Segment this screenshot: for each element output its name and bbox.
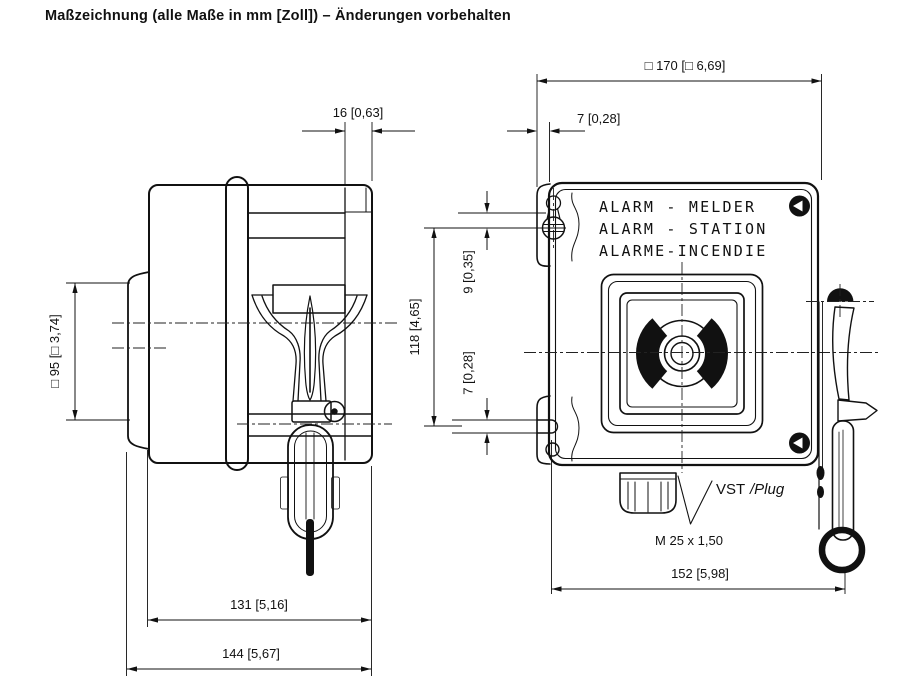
svg-text:152 [5,98]: 152 [5,98] xyxy=(671,566,729,581)
hammer-assembly xyxy=(806,284,878,574)
gland-thread-label: M 25 x 1,50 xyxy=(655,533,723,548)
label-alarm-station: ALARM - STATION xyxy=(599,220,767,238)
svg-text:16 [0,63]: 16 [0,63] xyxy=(333,105,384,120)
front-view: ALARM - MELDER ALARM - STATION ALARME-IN… xyxy=(407,58,878,594)
svg-text:7 [0,28]: 7 [0,28] xyxy=(461,351,476,394)
side-mounting-plate xyxy=(225,176,249,471)
plug-label-vst: VST xyxy=(716,481,745,498)
svg-text:□ 170 [□ 6,69]: □ 170 [□ 6,69] xyxy=(645,58,726,73)
plug-label-plug: /Plug xyxy=(749,481,785,498)
dim-mount-spacing: 118 [4,65] xyxy=(407,227,566,427)
side-front-cover xyxy=(344,187,373,461)
side-hammer xyxy=(280,424,340,576)
side-striker-pin xyxy=(306,519,314,576)
side-back-box xyxy=(127,271,150,450)
mounting-tab-top xyxy=(536,183,551,267)
side-body xyxy=(148,184,373,464)
mounting-hole-bottom xyxy=(545,442,560,457)
gland-leader-line xyxy=(677,475,713,525)
side-centerlines xyxy=(112,322,398,425)
cable-gland xyxy=(619,472,677,514)
svg-text:□ 95 [□ 3,74]: □ 95 [□ 3,74] xyxy=(47,314,62,388)
side-bell-horn xyxy=(251,284,368,402)
corner-screw-bottom xyxy=(789,432,810,454)
hammer-ring xyxy=(818,526,866,574)
svg-text:118 [4,65]: 118 [4,65] xyxy=(407,299,422,356)
side-bell-bracket xyxy=(272,284,346,314)
side-view: 16 [0,63] □ 95 [□ 3,74] 131 [5,16] xyxy=(47,105,415,676)
dim-bottom-width: 152 [5,98] xyxy=(551,440,846,594)
corner-screw-top xyxy=(789,195,810,217)
hammer-head xyxy=(837,399,878,422)
hammer-shank xyxy=(831,306,855,401)
side-clapper xyxy=(303,295,317,401)
dim-total-depth: 144 [5,67] xyxy=(126,452,371,676)
label-alarme-incendie: ALARME-INCENDIE xyxy=(599,242,767,260)
dim-cover-depth: 16 [0,63] xyxy=(302,105,415,186)
dim-tab-offset: 7 [0,28] xyxy=(507,111,620,182)
dim-slot-height: 7 [0,28] xyxy=(452,351,537,455)
svg-text:9 [0,35]: 9 [0,35] xyxy=(461,250,476,293)
keyhole-slot xyxy=(541,188,566,250)
mounting-tab-bottom xyxy=(536,395,551,465)
wire-slot xyxy=(536,419,560,457)
dim-body-depth: 131 [5,16] xyxy=(147,450,372,676)
dim-keyhole-offset: 9 [0,35] xyxy=(458,191,546,294)
label-alarm-melder: ALARM - MELDER xyxy=(599,198,756,216)
dim-back-box: □ 95 [□ 3,74] xyxy=(47,282,130,421)
faceplate-labels: ALARM - MELDER ALARM - STATION ALARME-IN… xyxy=(599,198,767,260)
side-pivot xyxy=(291,400,346,423)
drawing-title: Maßzeichnung (alle Maße in mm [Zoll]) – … xyxy=(45,8,511,24)
side-bracket-bands xyxy=(247,212,373,437)
svg-text:144 [5,67]: 144 [5,67] xyxy=(222,646,280,661)
hammer-handle xyxy=(831,420,855,541)
dim-width: □ 170 [□ 6,69] xyxy=(536,58,822,187)
svg-text:131 [5,16]: 131 [5,16] xyxy=(230,597,288,612)
alarm-housing xyxy=(547,181,820,467)
svg-text:7 [0,28]: 7 [0,28] xyxy=(577,111,620,126)
housing-lid-edge xyxy=(554,188,813,460)
alarm-symbol xyxy=(636,318,728,389)
